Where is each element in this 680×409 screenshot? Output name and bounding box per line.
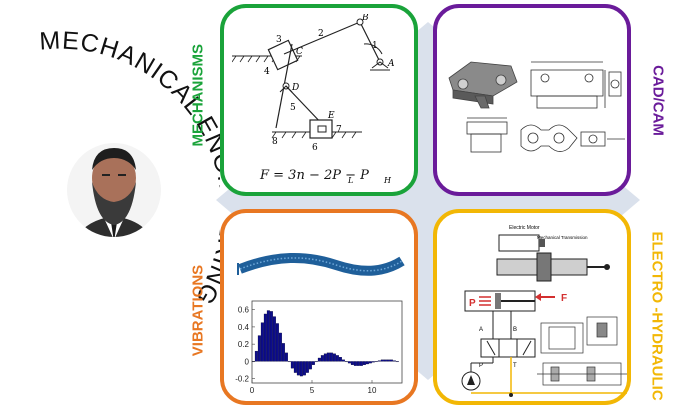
bar bbox=[293, 361, 297, 373]
bar bbox=[290, 361, 294, 369]
link-label-8: 8 bbox=[272, 137, 278, 147]
bar bbox=[338, 357, 342, 362]
bar bbox=[260, 322, 264, 362]
bar bbox=[326, 352, 330, 362]
bar bbox=[323, 353, 327, 362]
link-label-1: 1 bbox=[372, 41, 378, 51]
force-label: F bbox=[561, 293, 567, 304]
y-tick-label: 0.6 bbox=[238, 306, 250, 315]
bar bbox=[308, 361, 312, 370]
bar bbox=[368, 361, 372, 364]
bar bbox=[365, 361, 369, 365]
bar bbox=[383, 359, 387, 362]
label-vibrations: VIBRATIONS bbox=[189, 264, 207, 357]
bar bbox=[380, 359, 384, 362]
bar bbox=[263, 313, 267, 362]
card-mechanisms[interactable]: 3 C 4 2 B 1 A D 5 E 7 6 8 F = 3n − 2P − … bbox=[220, 4, 418, 196]
transmission-label: Mechanical Transmission bbox=[537, 235, 588, 240]
vibrating-beam bbox=[237, 252, 405, 276]
bar bbox=[395, 361, 399, 363]
electro-hydraulic-diagram: Electric Motor Mechanical Transmission P… bbox=[461, 225, 627, 397]
bar bbox=[353, 361, 357, 366]
bar bbox=[272, 316, 276, 362]
bar bbox=[356, 361, 360, 366]
bar bbox=[284, 352, 288, 362]
link-label-4: 4 bbox=[264, 67, 270, 77]
joint-label-b: B bbox=[361, 14, 369, 23]
bar bbox=[299, 361, 303, 377]
label-mechanisms: MECHANISMS bbox=[189, 43, 207, 147]
bar bbox=[296, 361, 300, 376]
avatar bbox=[66, 130, 162, 250]
link-label-5: 5 bbox=[290, 103, 296, 113]
link-label-2: 2 bbox=[318, 29, 324, 39]
bar bbox=[269, 311, 273, 362]
bar bbox=[311, 361, 315, 365]
bar bbox=[329, 352, 333, 362]
joint-label-e: E bbox=[327, 111, 335, 121]
card-electro-hydraulic[interactable]: Electric Motor Mechanical Transmission P… bbox=[433, 209, 631, 405]
link-label-3: 3 bbox=[276, 35, 282, 45]
bar bbox=[266, 310, 270, 362]
bar bbox=[350, 361, 354, 365]
port-label-a: A bbox=[479, 327, 483, 333]
bar bbox=[320, 355, 324, 362]
link-label-7: 7 bbox=[336, 125, 342, 135]
formula-sub-h: H bbox=[384, 176, 391, 185]
formula-sub-l: L bbox=[348, 176, 354, 185]
link-label-6: 6 bbox=[312, 143, 318, 153]
mechanism-diagram: 3 C 4 2 B 1 A D 5 E 7 6 8 bbox=[232, 14, 395, 153]
mobility-formula: F = 3n − 2P − P bbox=[260, 168, 369, 183]
bar bbox=[332, 353, 336, 362]
bar bbox=[389, 359, 393, 362]
bar bbox=[317, 357, 321, 362]
bar bbox=[287, 361, 291, 363]
bar bbox=[344, 361, 348, 363]
bar bbox=[392, 360, 396, 362]
bar bbox=[305, 361, 309, 373]
x-tick-label: 0 bbox=[250, 386, 255, 395]
bar bbox=[275, 323, 279, 362]
bar bbox=[374, 361, 378, 363]
bar bbox=[359, 361, 363, 366]
bar bbox=[386, 359, 390, 362]
pressure-label: P bbox=[469, 298, 476, 309]
bar bbox=[347, 361, 351, 364]
port-label-b: B bbox=[513, 327, 517, 333]
bar bbox=[371, 361, 375, 363]
joint-label-c: C bbox=[296, 47, 303, 57]
motor-label: Electric Motor bbox=[509, 225, 540, 231]
label-electro-hydraulic: ELECTRO -HYDRAULIC bbox=[648, 231, 666, 401]
y-tick-label: -0.2 bbox=[235, 375, 249, 384]
bar bbox=[377, 360, 381, 362]
card-cadcam[interactable] bbox=[433, 4, 631, 196]
x-tick-label: 10 bbox=[368, 386, 377, 395]
bar bbox=[278, 332, 282, 362]
port-label-p: P bbox=[479, 363, 483, 369]
bar bbox=[335, 355, 339, 362]
bar bbox=[281, 343, 285, 362]
bar bbox=[257, 335, 261, 362]
bar bbox=[302, 361, 306, 376]
port-label-t: T bbox=[513, 363, 517, 369]
joint-label-d: D bbox=[291, 83, 299, 93]
bar bbox=[362, 361, 366, 365]
cad-drawing bbox=[448, 61, 625, 153]
label-cadcam: CAD/CAM bbox=[649, 65, 667, 136]
joint-label-a: A bbox=[387, 59, 395, 69]
y-tick-label: 0 bbox=[245, 357, 250, 366]
x-tick-label: 5 bbox=[310, 386, 315, 395]
y-tick-label: 0.4 bbox=[238, 323, 250, 332]
bar bbox=[314, 361, 318, 363]
bar bbox=[341, 359, 345, 362]
y-tick-label: 0.2 bbox=[238, 340, 250, 349]
bar bbox=[254, 350, 258, 362]
